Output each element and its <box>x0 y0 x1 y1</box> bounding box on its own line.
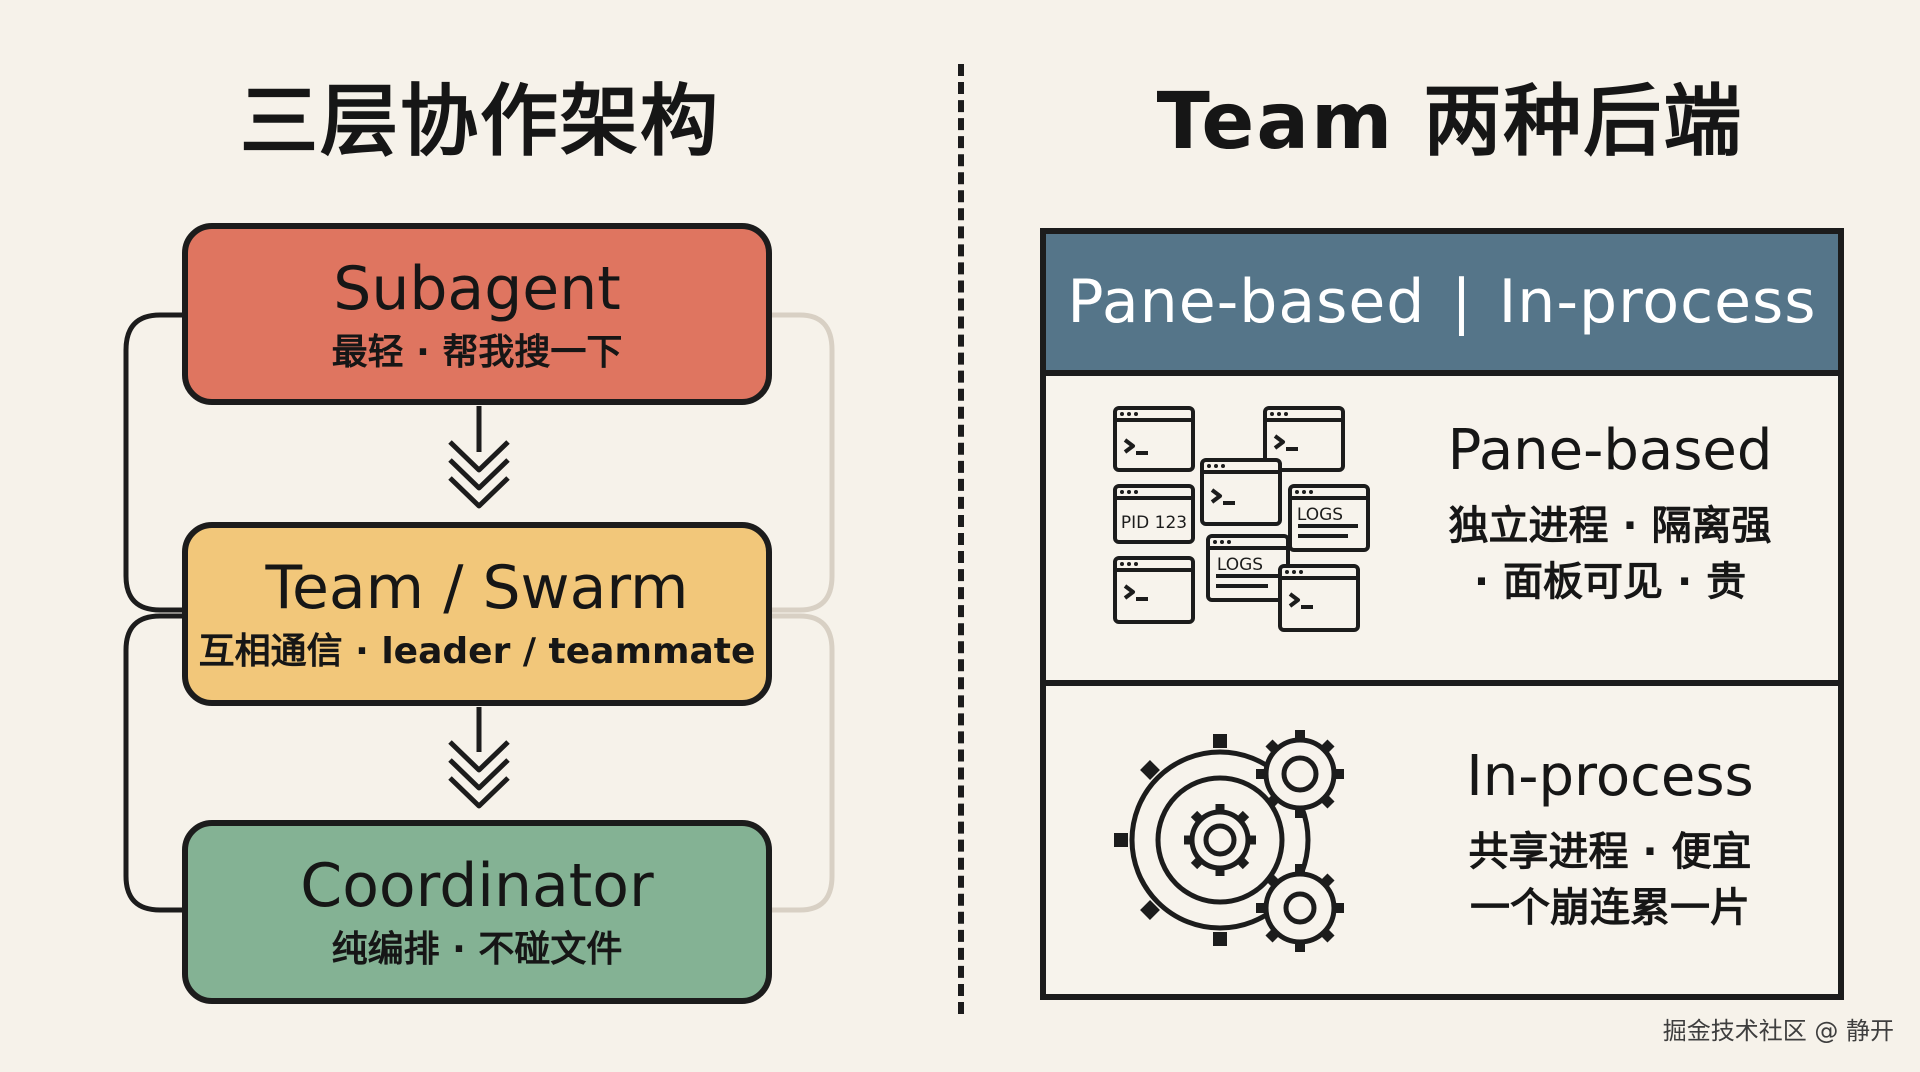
backend-desc-inprocess: 共享进程 · 便宜 一个崩连累一片 <box>1400 824 1820 936</box>
section-divider <box>958 64 964 1014</box>
down-arrow-2 <box>448 707 510 809</box>
left-bracket-bottom <box>123 613 184 913</box>
watermark: 掘金技术社区 @ 静开 <box>1662 1017 1894 1045</box>
header-left-label: Pane-based <box>1067 267 1426 337</box>
terminal-windows-icon: PID 123 LOGS LOGS <box>1113 406 1370 632</box>
desc-line: 共享进程 · 便宜 <box>1468 829 1752 875</box>
big-gear <box>1114 734 1311 946</box>
top-right-gear <box>1256 730 1344 818</box>
terminal-window-5 <box>1278 564 1360 632</box>
terminal-window-1 <box>1113 406 1195 472</box>
left-bracket-top <box>123 312 184 613</box>
tier-team-swarm: Team / Swarm 互相通信 · leader / teammate <box>182 522 772 706</box>
tier-desc: 纯编排 · 不碰文件 <box>331 929 623 970</box>
right-bracket-bottom <box>770 613 835 913</box>
terminal-window-3 <box>1200 458 1282 526</box>
header-right-label: In-process <box>1498 267 1817 337</box>
tier-name: Coordinator <box>300 851 654 921</box>
tier-name: Team / Swarm <box>265 553 689 623</box>
down-arrow-1 <box>448 406 510 509</box>
gears-icon <box>1114 730 1344 952</box>
terminal-window-2 <box>1263 406 1345 472</box>
left-section-title: 三层协作架构 <box>239 77 720 167</box>
backend-title-pane: Pane-based <box>1447 418 1773 483</box>
desc-line: · 面板可见 · 贵 <box>1473 559 1747 605</box>
tier-subagent: Subagent 最轻 · 帮我搜一下 <box>182 223 772 405</box>
row-divider <box>1046 680 1838 686</box>
backend-panel: Pane-based | In-process <box>1040 228 1844 1000</box>
backend-desc-pane: 独立进程 · 隔离强 · 面板可见 · 贵 <box>1400 498 1820 610</box>
tier-connectors <box>123 312 835 913</box>
desc-line: 独立进程 · 隔离强 <box>1448 503 1772 549</box>
logs-window-2 <box>1206 534 1290 602</box>
pid-window <box>1113 484 1195 544</box>
logs-window-1 <box>1288 484 1370 552</box>
tier-desc: 最轻 · 帮我搜一下 <box>331 332 623 373</box>
right-section-title: Team 两种后端 <box>1156 77 1744 167</box>
middle-gear <box>1184 804 1256 876</box>
tier-name: Subagent <box>333 254 621 324</box>
bottom-right-gear <box>1256 864 1344 952</box>
tier-desc: 互相通信 · leader / teammate <box>198 631 756 672</box>
backend-title-inprocess: In-process <box>1466 744 1754 809</box>
logs-label: LOGS <box>1217 555 1263 575</box>
pid-label: PID 123 <box>1121 513 1187 533</box>
logs-label: LOGS <box>1297 505 1343 525</box>
desc-line: 一个崩连累一片 <box>1470 885 1750 931</box>
header-separator: | <box>1451 267 1473 337</box>
right-bracket-top <box>770 312 835 613</box>
tier-coordinator: Coordinator 纯编排 · 不碰文件 <box>182 820 772 1004</box>
panel-header: Pane-based | In-process <box>1046 234 1838 376</box>
terminal-window-4 <box>1113 556 1195 624</box>
